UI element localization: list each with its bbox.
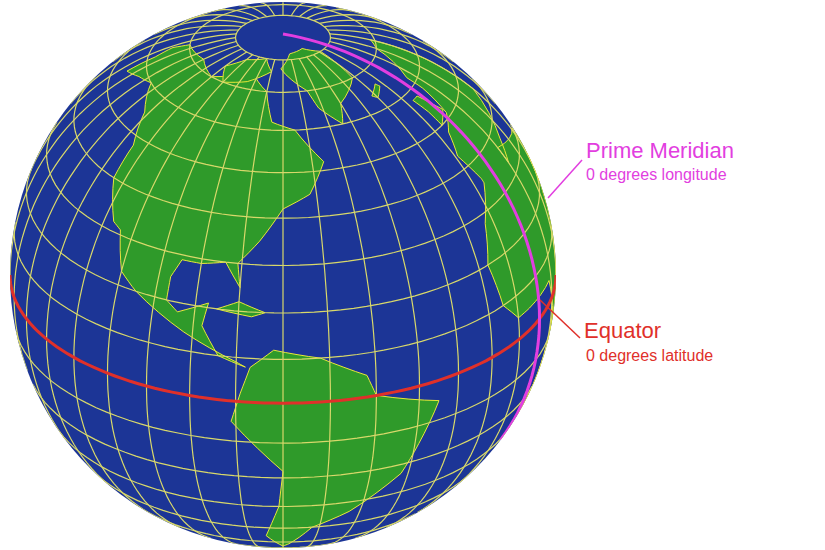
prime-meridian-line [283, 34, 540, 440]
longitude-line [291, 60, 330, 547]
longitude-line [319, 52, 492, 513]
meridian-name: Prime Meridian [586, 138, 734, 163]
longitude-line [47, 49, 242, 484]
ocean-disc [10, 2, 556, 548]
landmass [231, 350, 439, 546]
equator-leader [540, 300, 580, 338]
longitude-line [74, 52, 247, 513]
latitude-line [98, 476, 466, 528]
longitude-line [307, 57, 420, 538]
longitude-line [282, 2, 283, 15]
longitude-line [147, 57, 260, 538]
longitude-line [319, 20, 412, 34]
equator-value: 0 degrees latitude [586, 347, 713, 365]
longitude-line [236, 60, 275, 547]
longitude-line [314, 55, 459, 528]
meridian-value: 0 degrees longitude [586, 166, 727, 184]
longitude-line [307, 10, 352, 19]
longitude-line [299, 6, 327, 17]
longitude-line [291, 3, 305, 16]
longitude-line [324, 26, 453, 62]
reference-lines [10, 34, 556, 440]
latitude-line [236, 15, 331, 60]
longitude-line [314, 15, 382, 21]
longitude-line [108, 55, 253, 528]
longitude-line [282, 60, 283, 548]
longitude-line [330, 38, 556, 275]
longitude-line [113, 26, 242, 62]
longitude-line [10, 38, 236, 275]
meridian-leader [548, 160, 582, 198]
longitude-line [190, 59, 267, 545]
equator-name: Equator [584, 318, 661, 343]
equator-line [10, 275, 556, 403]
latitude-line [236, 543, 334, 548]
longitude-line [330, 34, 536, 172]
continents [113, 40, 556, 546]
longitude-line [324, 49, 519, 484]
graticule [10, 2, 556, 548]
longitude-line [328, 30, 496, 104]
longitude-line [330, 42, 552, 371]
longitude-line [299, 59, 376, 545]
